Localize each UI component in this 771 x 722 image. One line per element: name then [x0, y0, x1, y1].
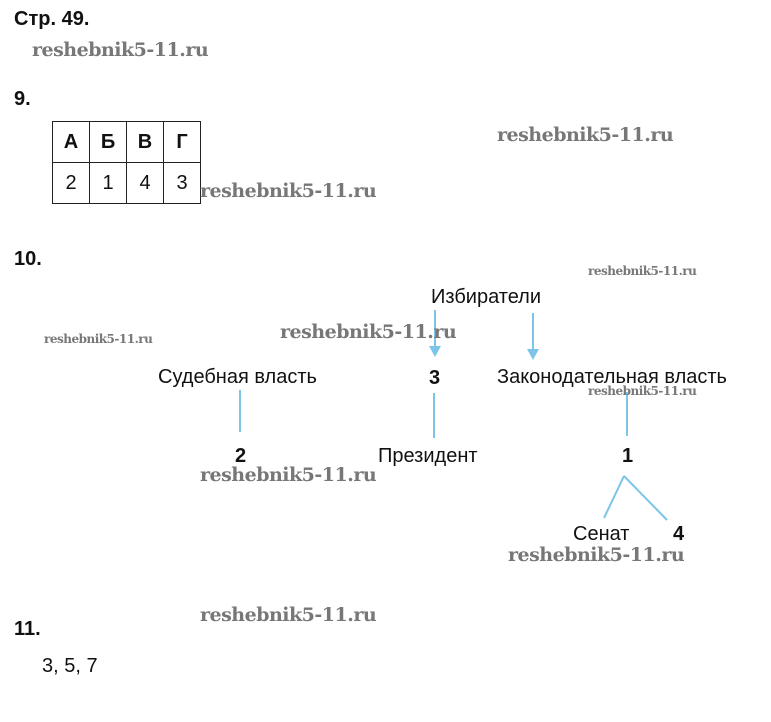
arrowhead-icon [429, 346, 441, 357]
task11-number: 11. [14, 618, 41, 640]
line-1-to-senate [603, 475, 625, 519]
node-president: Президент [378, 445, 478, 467]
node-answer-4: 4 [673, 523, 685, 545]
table-cell: 4 [126, 162, 164, 204]
node-answer-1: 1 [622, 445, 634, 467]
table-header: А [52, 121, 90, 163]
node-answer-3: 3 [429, 367, 441, 389]
table-header: В [126, 121, 164, 163]
watermark: reshebnik5-11.ru [200, 464, 377, 486]
watermark: reshebnik5-11.ru [508, 544, 685, 566]
watermark: reshebnik5-11.ru [588, 384, 697, 398]
watermark: reshebnik5-11.ru [32, 39, 209, 61]
node-senate: Сенат [573, 523, 630, 545]
task9-number: 9. [14, 88, 31, 110]
watermark: reshebnik5-11.ru [200, 180, 377, 202]
watermark: reshebnik5-11.ru [280, 321, 457, 343]
arrowhead-icon [527, 349, 539, 360]
node-answer-2: 2 [235, 445, 247, 467]
node-legislative: Законодательная власть [497, 366, 727, 388]
table-cell: 3 [163, 162, 201, 204]
table-header-row: А Б В Г [52, 121, 201, 163]
answer-table: А Б В Г 2 1 4 3 [52, 121, 201, 204]
watermark: reshebnik5-11.ru [44, 332, 153, 346]
table-header: Г [163, 121, 201, 163]
node-voters: Избиратели [431, 286, 541, 308]
task10-number: 10. [14, 248, 42, 270]
task11-answer: 3, 5, 7 [42, 655, 98, 677]
line-1-to-4 [623, 475, 668, 521]
watermark: reshebnik5-11.ru [588, 264, 697, 278]
table-cell: 2 [52, 162, 90, 204]
node-judicial: Судебная власть [158, 366, 317, 388]
watermark: reshebnik5-11.ru [200, 604, 377, 626]
page-title: Стр. 49. [14, 8, 90, 30]
table-row: 2 1 4 3 [52, 162, 201, 204]
watermark: reshebnik5-11.ru [497, 124, 674, 146]
table-cell: 1 [89, 162, 127, 204]
